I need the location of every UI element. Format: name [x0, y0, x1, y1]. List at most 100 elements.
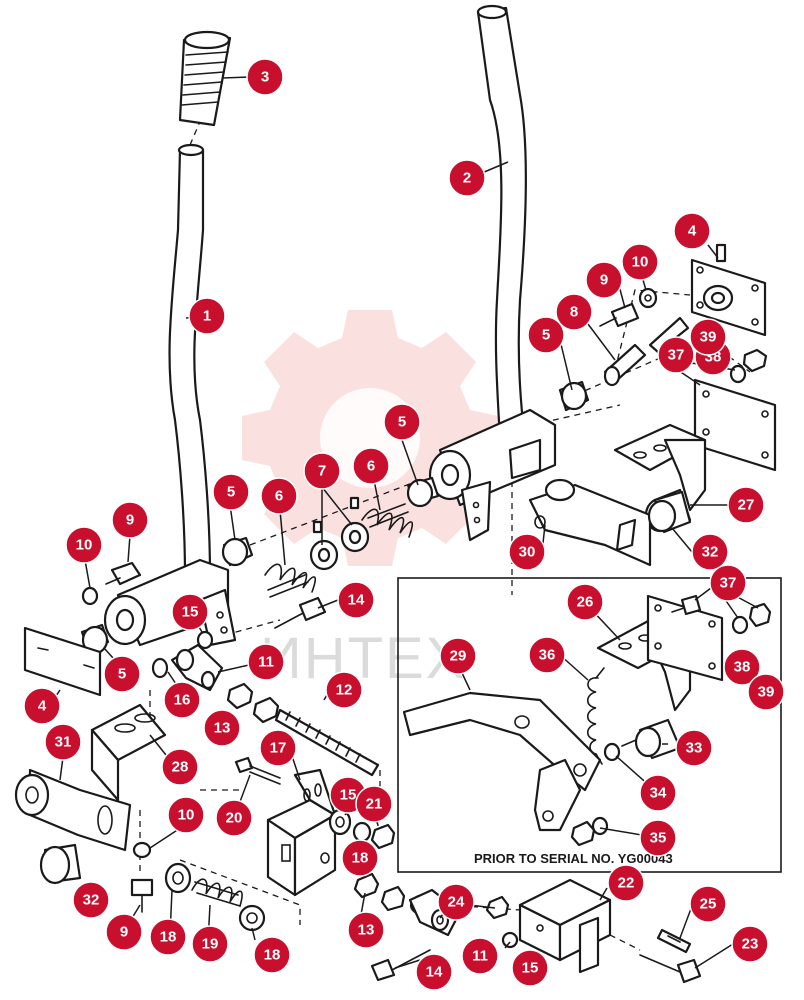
callout-15-top: 15: [171, 593, 209, 631]
callout-label: 9: [600, 272, 608, 289]
callout-10-top: 10: [621, 243, 659, 281]
callout-label: 17: [270, 740, 287, 757]
washer-38-top: [729, 364, 747, 384]
callout-label: 15: [182, 604, 199, 621]
callout-label: 11: [472, 948, 488, 965]
clevis-16: [151, 630, 224, 692]
callout-4-left: 4: [23, 687, 61, 725]
washer-34: [591, 742, 621, 836]
callout-label: 8: [570, 304, 578, 321]
lever-arm-29: [402, 691, 602, 832]
bracket-17: [266, 768, 337, 897]
callout-9-top: 9: [585, 261, 623, 299]
callout-5-c: 5: [212, 473, 250, 511]
washer-10-bottom: [132, 841, 152, 859]
callout-11-bottom: 11: [461, 937, 499, 975]
callout-label: 32: [702, 544, 719, 561]
callout-label: 3: [261, 69, 269, 86]
callout-8: 8: [555, 293, 593, 331]
callout-label: 9: [126, 512, 134, 529]
callout-3: 3: [246, 58, 284, 96]
callout-label: 20: [226, 810, 243, 827]
bushing-5c: [406, 476, 440, 508]
callout-label: 7: [318, 463, 326, 480]
callout-24: 24: [437, 883, 475, 921]
washer-18a: [164, 862, 192, 894]
lever-1-hub: [103, 558, 237, 647]
callout-label: 19: [202, 936, 219, 953]
callout-label: 6: [367, 458, 375, 475]
callout-label: 39: [758, 684, 775, 701]
callout-label: 5: [542, 327, 550, 344]
callout-label: 25: [700, 896, 717, 913]
callout-18-right: 18: [253, 936, 291, 974]
bolt-14-top: [274, 596, 327, 629]
pin-8: [603, 316, 690, 387]
callout-label: 31: [55, 734, 72, 751]
callout-28: 28: [161, 748, 199, 786]
callout-label: 37: [668, 347, 685, 364]
bushing-5b: [80, 623, 110, 655]
nut-13a: [226, 682, 254, 710]
callout-label: 28: [172, 759, 189, 776]
callout-label: 2: [463, 170, 471, 187]
spring-6a: [264, 563, 317, 598]
callout-9-left: 9: [111, 501, 149, 539]
callout-33: 33: [675, 729, 713, 767]
bushing-5d: [558, 380, 590, 412]
callout-label: 37: [720, 575, 737, 592]
callout-label: 29: [450, 648, 467, 665]
callout-31: 31: [44, 723, 82, 761]
callout-label: 27: [738, 497, 755, 514]
callout-30: 30: [508, 533, 546, 571]
nut-21: [370, 823, 396, 850]
callout-label: 14: [426, 964, 443, 981]
callout-label: 35: [650, 830, 667, 847]
lever-2-hub: [428, 408, 557, 542]
callout-23: 23: [731, 925, 769, 963]
washer-15-bottom: [501, 931, 519, 949]
arm-31: [14, 768, 132, 852]
lever-2: [476, 4, 527, 442]
callout-label: 24: [448, 894, 465, 911]
callout-39-top: 39: [689, 318, 727, 356]
callout-label: 5: [118, 666, 126, 683]
callout-label: 16: [174, 692, 191, 709]
washer-7a: [309, 520, 339, 571]
callout-10-mid: 10: [167, 796, 205, 834]
callout-14-bottom: 14: [415, 953, 453, 991]
bracket-26-top: [613, 423, 707, 512]
callout-label: 9: [120, 924, 128, 941]
callouts: 1 2 3 4 4 5 5 5 5 6 6 7 8 9 9 9 10 10 10…: [23, 58, 785, 991]
callout-label: 38: [734, 659, 751, 676]
callout-26: 26: [566, 583, 604, 621]
callout-17: 17: [259, 729, 297, 767]
plate-right: [693, 378, 777, 472]
callout-6-a: 6: [352, 447, 390, 485]
callout-label: 18: [264, 947, 281, 964]
callout-10-left: 10: [65, 526, 103, 564]
callout-14-top: 14: [337, 581, 375, 619]
callout-21: 21: [355, 785, 393, 823]
nut-13c: [353, 872, 380, 899]
bushing-5a: [221, 536, 254, 567]
callout-15-bottom: 15: [511, 949, 549, 987]
callout-label: 23: [742, 936, 759, 953]
callout-2: 2: [448, 159, 486, 197]
callout-label: 33: [686, 740, 703, 757]
arm-30: [528, 478, 652, 567]
inset-box: PRIOR TO SERIAL NO. YG00043: [397, 577, 782, 873]
callout-1: 1: [188, 297, 226, 335]
callout-label: 10: [632, 254, 649, 271]
callout-label: 11: [258, 654, 274, 671]
callout-label: 15: [340, 787, 357, 804]
callout-label: 18: [352, 850, 369, 867]
callout-label: 34: [650, 785, 667, 802]
callout-25: 25: [689, 885, 727, 923]
callout-32-top: 32: [691, 533, 729, 571]
inset-caption: PRIOR TO SERIAL NO. YG00043: [474, 851, 673, 866]
callout-11-mid: 11: [247, 643, 285, 681]
lever-1: [168, 143, 212, 577]
bolt-9-bottom: [130, 878, 154, 913]
callout-9-bottom: 9: [105, 913, 143, 951]
